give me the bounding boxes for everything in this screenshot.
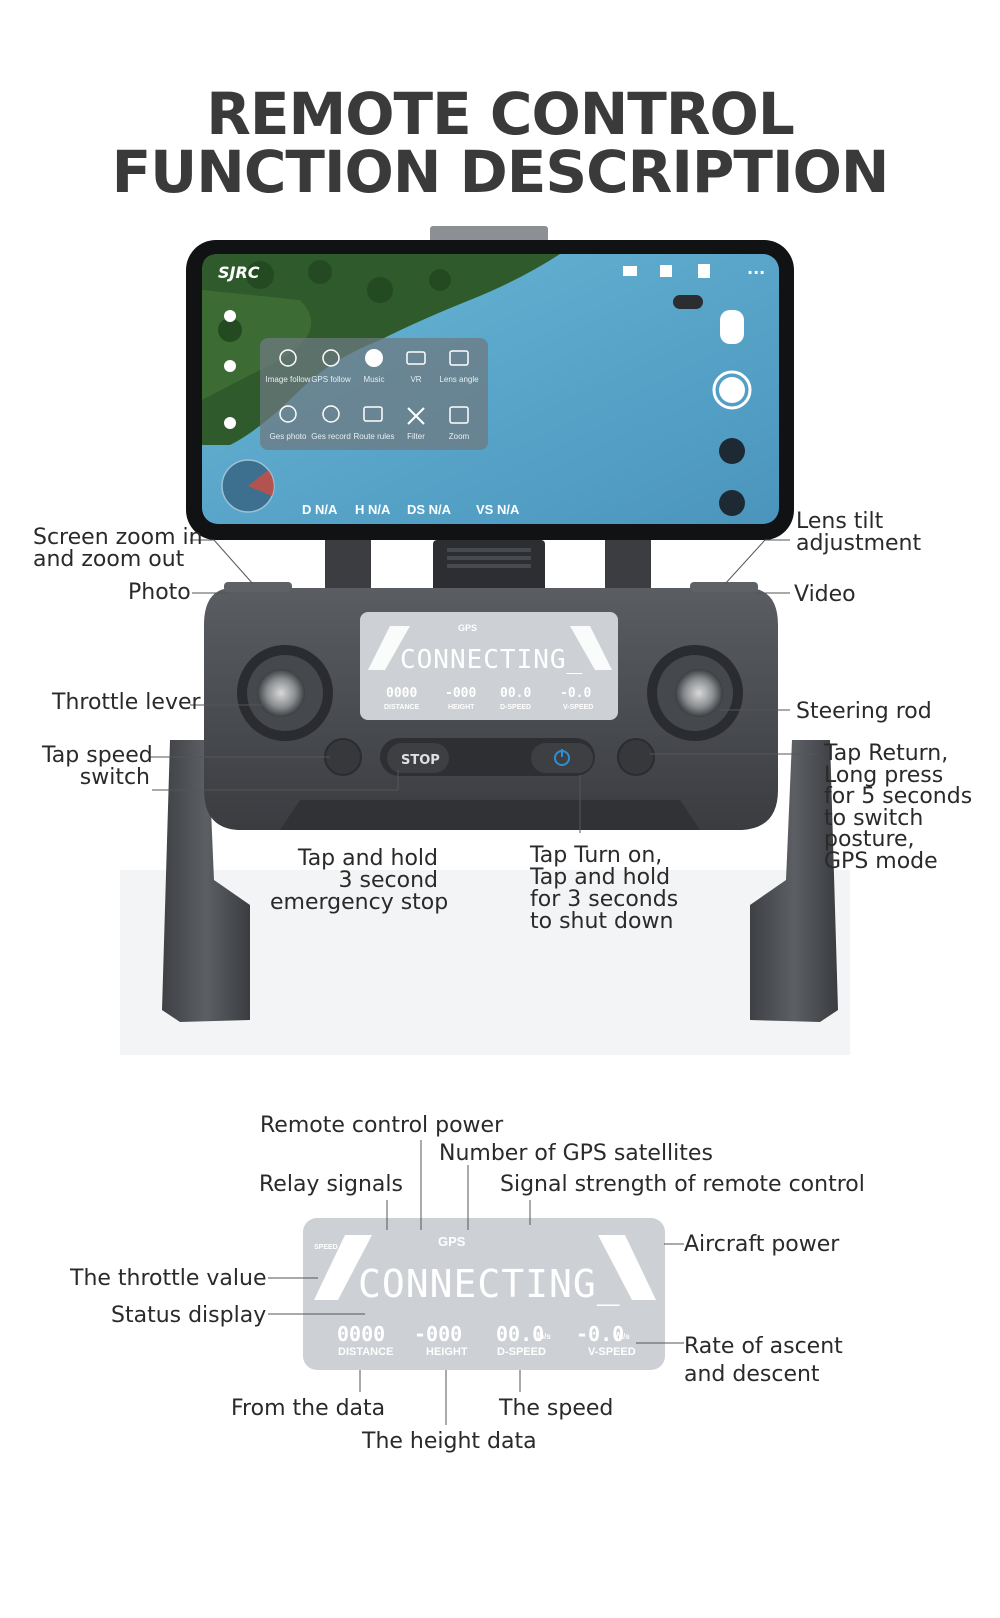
callout-height-data: The height data [362, 1429, 537, 1454]
page-title-line1: REMOTE CONTROL [206, 80, 795, 148]
bottom-lcd-height-label: HEIGHT [426, 1346, 468, 1358]
callout-aircraft-power: Aircraft power [684, 1232, 840, 1257]
bottom-lcd-dspeed-value: 00.0 [496, 1322, 545, 1346]
callout-from-data: From the data [231, 1396, 386, 1421]
bottom-lcd-status: CONNECTING_ [358, 1262, 621, 1306]
top-lcd-gps: GPS [458, 623, 478, 633]
callout-tap-return: Tap Return, Long press for 5 seconds to … [824, 741, 973, 874]
menu-zoom[interactable]: Zoom [448, 432, 470, 441]
bottom-lcd-distance-label: DISTANCE [338, 1346, 394, 1358]
left-shoulder-button [224, 582, 292, 592]
bottom-lcd [303, 1218, 665, 1370]
bottom-lcd-speed-icon-label: SPEED [314, 1244, 338, 1251]
phone-menu-panel [260, 338, 488, 450]
steering-stick [675, 669, 723, 717]
callout-lens-tilt: Lens tilt adjustment [796, 509, 922, 556]
callout-photo: Photo [128, 580, 191, 605]
menu-lens-angle[interactable]: Lens angle [439, 375, 479, 384]
telemetry-dspeed: DS N/A [407, 502, 452, 517]
callout-status-display: Status display [111, 1303, 267, 1328]
callout-throttle-value: The throttle value [70, 1266, 267, 1291]
right-shoulder-button [690, 582, 758, 592]
bottom-lcd-dspeed-label: D-SPEED [497, 1346, 546, 1358]
callout-screen-zoom-text: Screen zoom in and zoom out [33, 525, 203, 572]
bottom-lcd-gps: GPS [438, 1234, 466, 1249]
left-grip [162, 740, 250, 1022]
menu-image-follow[interactable]: Image follow [265, 375, 311, 384]
menu-gps-follow[interactable]: GPS follow [311, 375, 351, 384]
page-title-line2: FUNCTION DESCRIPTION [111, 138, 890, 206]
right-grip [750, 740, 838, 1022]
bottom-lcd-distance-value: 0000 [337, 1322, 386, 1346]
telemetry-distance: D N/A [302, 502, 338, 517]
return-button [617, 738, 655, 776]
callout-rate: Rate of ascent and descent [684, 1334, 843, 1387]
shutter-button [712, 370, 752, 410]
callout-turn-on: Tap Turn on, Tap and hold for 3 seconds … [530, 843, 679, 934]
callout-steering-rod: Steering rod [796, 699, 932, 724]
callout-emergency-stop: Tap and hold 3 second emergency stop [270, 846, 449, 915]
telemetry-vspeed: VS N/A [476, 502, 520, 517]
callout-tap-speed: Tap speed switch [42, 743, 153, 790]
bottom-lcd-vspeed-value: -0.0 [576, 1322, 625, 1346]
center-mount [433, 540, 545, 600]
menu-music[interactable]: Music [363, 375, 385, 384]
top-lcd-distance-value: 0000 [386, 686, 418, 701]
top-lcd-height-value: -000 [445, 686, 477, 701]
power-button [531, 743, 593, 773]
top-lcd-vspeed-value: -0.0 [560, 686, 592, 701]
top-lcd-distance-label: DISTANCE [384, 704, 420, 711]
callout-rc-power: Remote control power [260, 1113, 504, 1138]
callout-screen-zoom: Screen zoom in and zoom out [33, 527, 203, 571]
bottom-lcd-vspeed-label: V-SPEED [588, 1346, 636, 1358]
callout-relay: Relay signals [259, 1172, 403, 1197]
top-lcd-vspeed-label: V-SPEED [563, 704, 594, 711]
callout-speed: The speed [499, 1396, 614, 1421]
callout-signal-strength: Signal strength of remote control [500, 1172, 865, 1197]
brand-logo: SJRC [218, 263, 260, 282]
menu-filter[interactable]: Filter [407, 432, 425, 441]
bottom-lcd-height-value: -000 [414, 1322, 463, 1346]
bottom-lcd-dspeed-unit: m/s [537, 1332, 551, 1341]
top-lcd [360, 612, 618, 720]
top-lcd-status: CONNECTING_ [400, 645, 584, 675]
telemetry-height: H N/A [355, 502, 391, 517]
top-lcd-dspeed-value: 00.0 [500, 686, 532, 701]
top-lcd-height-label: HEIGHT [448, 704, 475, 711]
throttle-stick [257, 669, 305, 717]
callout-gps-sats: Number of GPS satellites [439, 1141, 713, 1166]
top-lcd-dspeed-label: D-SPEED [500, 704, 532, 711]
menu-ges-record[interactable]: Ges record [311, 432, 351, 441]
menu-vr[interactable]: VR [410, 375, 422, 384]
stop-button [387, 743, 449, 773]
menu-ges-photo[interactable]: Ges photo [269, 432, 307, 441]
more-menu-icon[interactable]: ... [747, 259, 766, 278]
callout-video: Video [794, 582, 856, 607]
menu-route-rules[interactable]: Route rules [353, 432, 395, 441]
speed-switch-button [324, 738, 362, 776]
stop-button-label[interactable]: STOP [401, 753, 440, 768]
bottom-lcd-vspeed-unit: m/s [616, 1332, 630, 1341]
callout-throttle-lever: Throttle lever [52, 690, 201, 715]
